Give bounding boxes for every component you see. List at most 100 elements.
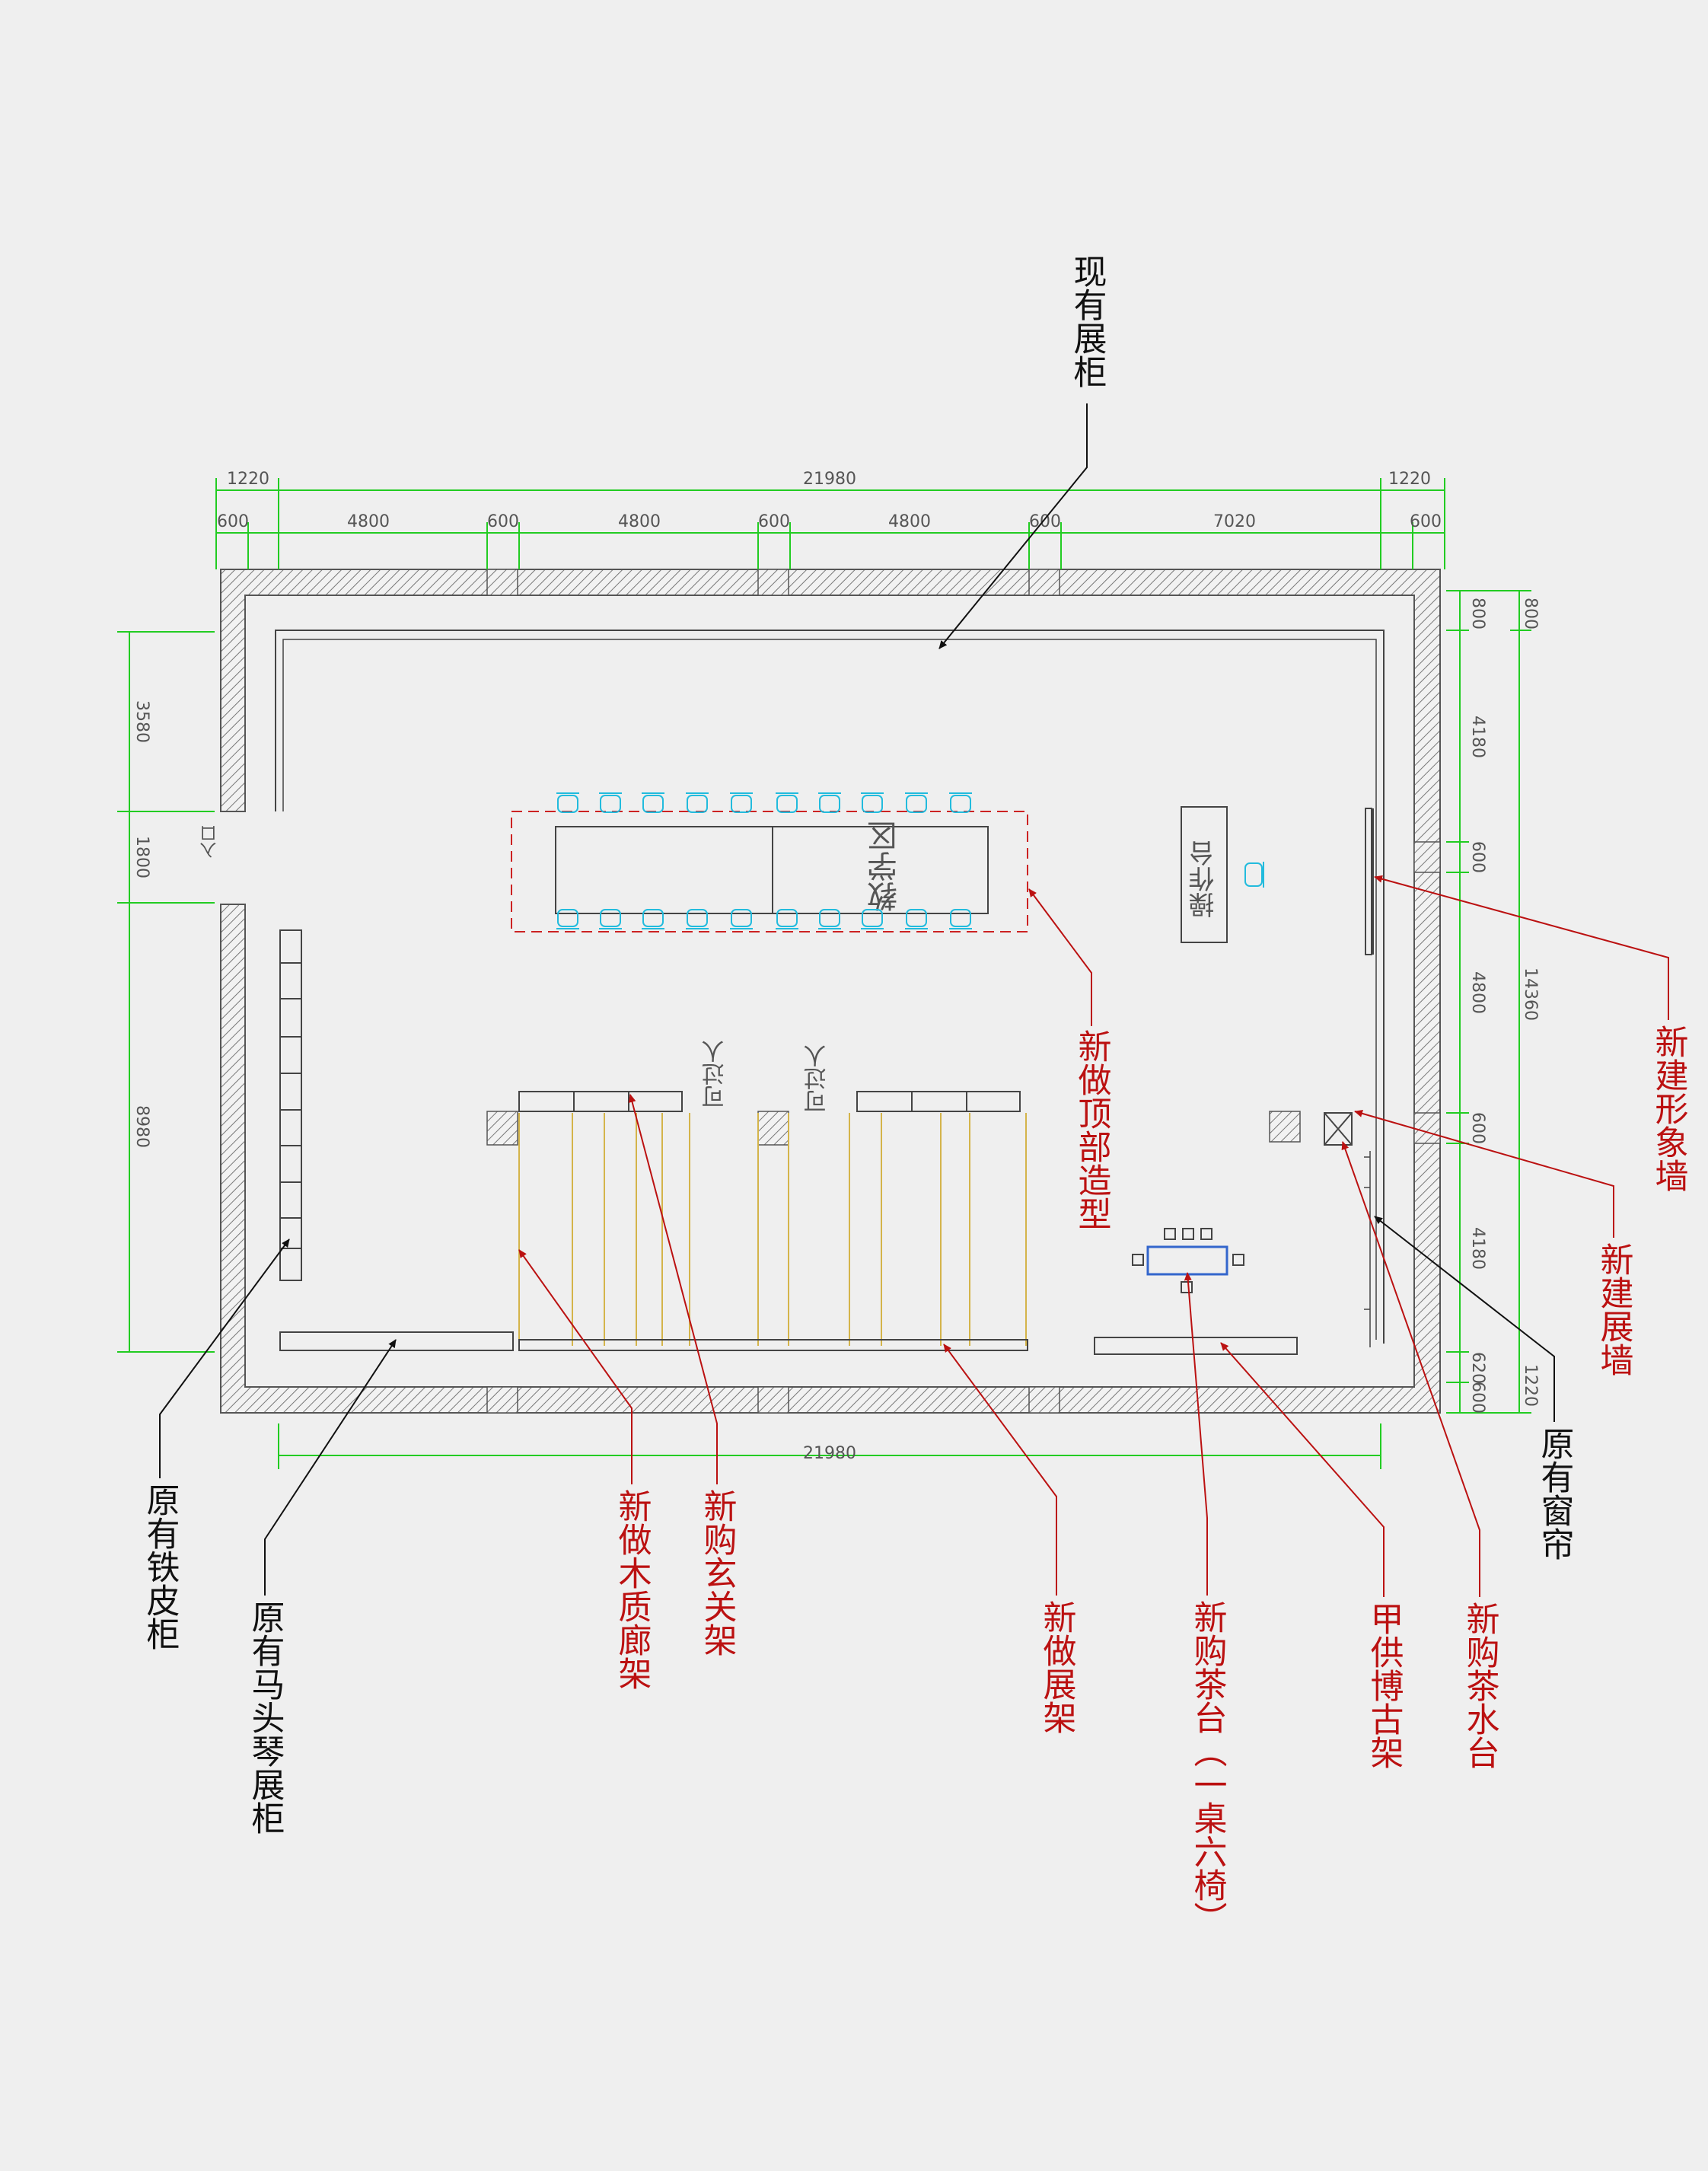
label-new-entrance-rack: 新购玄关架	[698, 1489, 737, 1656]
label-existing-morin-khuur-cabinet: 原有马头琴展柜	[246, 1600, 285, 1835]
svg-text:3580: 3580	[132, 700, 151, 743]
chair-icon	[819, 909, 840, 927]
leader-new-ceiling-feature	[1028, 888, 1092, 1026]
partition-pier-mid	[757, 1111, 789, 1146]
svg-text:800: 800	[1468, 598, 1487, 630]
chair-icon	[642, 795, 664, 813]
label-new-tea-table: 新购茶台（一桌六椅）	[1188, 1600, 1227, 1935]
wall-pier-5	[757, 1386, 789, 1414]
existing-curtain	[1364, 1151, 1371, 1347]
svg-text:4800: 4800	[1468, 971, 1487, 1014]
callout-labels: 现有展柜 新做顶部造型 新建形象墙 新建展墙 原有窗帘 新购茶水台 甲供博古架 …	[141, 254, 1688, 1935]
new-display-rack	[518, 1339, 1028, 1351]
existing-fixtures	[275, 630, 1385, 1355]
chair-icon	[862, 795, 883, 813]
client-supplied-antique-shelf	[1094, 1337, 1298, 1355]
wall-pier-7	[1413, 841, 1441, 873]
chair-icon	[906, 795, 927, 813]
chair-icon	[600, 909, 621, 927]
leader-existing-display-cabinet	[938, 403, 1088, 649]
chair-icon	[731, 909, 752, 927]
new-items: 教学区 操作台	[200, 792, 1374, 1351]
svg-text:600: 600	[1468, 1382, 1487, 1414]
svg-text:21980: 21980	[803, 1444, 856, 1463]
chair-icon	[776, 795, 798, 813]
leader-new-image-wall	[1374, 875, 1669, 1020]
svg-text:7020: 7020	[1213, 512, 1256, 531]
svg-text:620: 620	[1468, 1352, 1487, 1384]
svg-text:4800: 4800	[347, 512, 390, 531]
leader-antique-shelf	[1220, 1342, 1385, 1597]
chair-icon	[600, 795, 621, 813]
svg-text:14360: 14360	[1521, 968, 1540, 1021]
svg-text:600: 600	[1410, 512, 1442, 531]
label-new-display-wall: 新建展墙	[1595, 1242, 1633, 1376]
operation-desk	[1181, 806, 1228, 943]
svg-text:1220: 1220	[1388, 470, 1431, 489]
walls	[220, 569, 1441, 1414]
partition-pier-left	[486, 1111, 518, 1146]
label-new-wooden-corridor-rack: 新做木质廊架	[613, 1489, 652, 1690]
leader-new-display-wall	[1354, 1109, 1614, 1238]
wall-pier-6	[1028, 1386, 1060, 1414]
label-antique-shelf: 甲供博古架	[1365, 1602, 1404, 1769]
leader-existing-curtain	[1374, 1216, 1555, 1422]
chair-icon	[687, 795, 708, 813]
teaching-area-label: 教学区	[868, 821, 903, 912]
svg-text:1220: 1220	[1521, 1364, 1540, 1407]
svg-text:4800: 4800	[618, 512, 661, 531]
wall-pier-2	[757, 569, 789, 596]
svg-text:600: 600	[758, 512, 790, 531]
chair-icon	[731, 795, 752, 813]
label-existing-metal-cabinet: 原有铁皮柜	[141, 1483, 180, 1650]
label-new-display-rack: 新做展架	[1037, 1600, 1077, 1734]
svg-text:600: 600	[1468, 841, 1487, 873]
outer-wall	[220, 569, 1441, 1414]
new-display-wall	[1324, 1112, 1353, 1146]
svg-text:1220: 1220	[227, 470, 269, 489]
dimension-lines	[117, 478, 1531, 1469]
svg-text:1800: 1800	[132, 836, 151, 878]
passable-label-1: 可过人	[703, 1040, 729, 1108]
svg-text:4800: 4800	[888, 512, 931, 531]
wall-pier-1	[486, 569, 518, 596]
label-existing-display-cabinet: 现有展柜	[1068, 254, 1107, 388]
wall-pier-4	[486, 1386, 518, 1414]
operation-desk-label: 操作台	[1189, 840, 1219, 918]
svg-text:800: 800	[1521, 598, 1540, 630]
existing-display-cabinet	[275, 630, 1385, 1344]
new-entrance-rack	[518, 1091, 1021, 1112]
existing-metal-cabinet	[279, 929, 302, 1281]
leader-existing-metal-cabinet	[159, 1239, 290, 1478]
new-wooden-corridor-rack	[518, 1113, 1027, 1346]
svg-text:21980: 21980	[803, 470, 856, 489]
entrance-label: 入口	[200, 825, 220, 859]
leader-new-entrance-rack	[628, 1094, 718, 1484]
chair-icon	[950, 909, 971, 927]
chair-icon	[950, 795, 971, 813]
partition-pier-right	[1269, 1111, 1301, 1143]
existing-morin-khuur-cabinet	[279, 1331, 514, 1351]
chair-icon	[906, 909, 927, 927]
label-new-ceiling-feature: 新做顶部造型	[1072, 1029, 1112, 1230]
leader-new-display-rack	[943, 1344, 1057, 1596]
leader-lines	[159, 403, 1669, 1597]
svg-text:4180: 4180	[1468, 1227, 1487, 1270]
chair-icon	[862, 909, 883, 927]
teaching-chairs	[556, 792, 972, 929]
svg-text:600: 600	[217, 512, 249, 531]
leader-new-tea-table	[1184, 1272, 1208, 1596]
operator-chair-icon	[1244, 862, 1264, 888]
chair-icon	[642, 909, 664, 927]
svg-text:8980: 8980	[132, 1105, 151, 1148]
dimension-text: 1220 21980 1220 600 4800 600 4800 600 48…	[132, 470, 1540, 1463]
svg-text:4180: 4180	[1468, 716, 1487, 758]
chair-icon	[557, 795, 578, 813]
wall-pier-8	[1413, 1112, 1441, 1144]
chair-icon	[776, 909, 798, 927]
svg-text:600: 600	[1029, 512, 1061, 531]
label-new-image-wall: 新建形象墙	[1649, 1025, 1688, 1192]
leader-new-wooden-corridor-rack	[518, 1249, 633, 1484]
leader-new-tea-water-station	[1341, 1141, 1480, 1597]
